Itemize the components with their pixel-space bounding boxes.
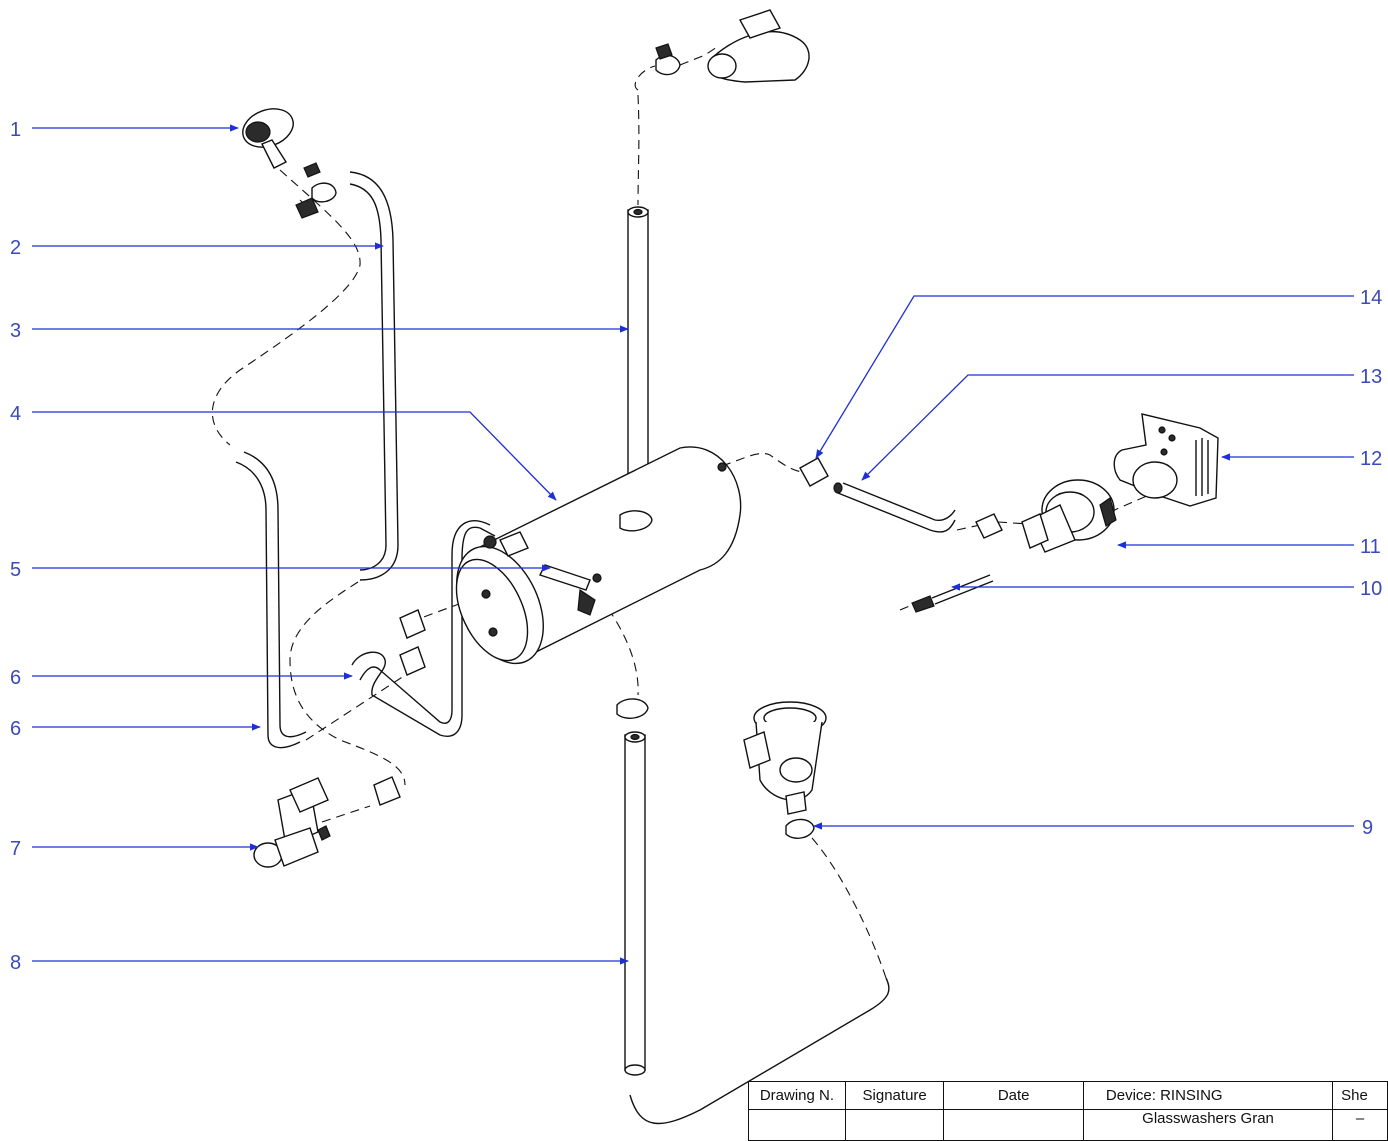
callout-8: 8	[10, 952, 21, 974]
tube-8	[624, 734, 646, 1071]
clamp-6b	[399, 646, 426, 676]
callout-12: 12	[1360, 448, 1382, 470]
return-tube	[629, 977, 890, 1125]
hose-2-outer	[349, 171, 399, 581]
leader-14	[815, 295, 1354, 459]
leader-4	[32, 411, 557, 501]
leader-lines	[32, 124, 1354, 965]
hose-2-inner	[349, 183, 387, 571]
drawing-number-label: Drawing N.	[748, 1081, 846, 1110]
air-trap-fitting	[655, 9, 810, 83]
callout-13: 13	[1360, 366, 1382, 388]
drawing-number-value	[748, 1109, 846, 1141]
clamp-7	[373, 776, 401, 806]
sheet-value: –	[1332, 1109, 1388, 1141]
callout-9: 9	[1362, 817, 1373, 839]
callout-2: 2	[10, 237, 21, 259]
hose-13-b	[842, 482, 956, 522]
model-name: Glasswashers Gran	[1082, 1109, 1334, 1141]
callout-5: 5	[10, 559, 21, 581]
components	[242, 9, 1219, 868]
callout-7: 7	[10, 838, 21, 860]
rod-10	[931, 574, 994, 605]
callout-11: 11	[1360, 536, 1381, 558]
title-block: Drawing N. Signature Date Device: RINSIN…	[748, 1081, 1388, 1141]
device-label: Device: RINSING	[1082, 1081, 1334, 1110]
nipple-5	[539, 564, 591, 591]
boiler-tank	[455, 446, 742, 665]
signature-value	[844, 1109, 945, 1141]
clamp-6a	[399, 609, 426, 639]
clamp-14	[799, 457, 829, 487]
callout-numbers: 1 2 3 4 5 6 6 7 8 9 10 11 12 13 14	[10, 119, 1382, 974]
callout-1: 1	[10, 119, 21, 141]
callout-6a: 6	[10, 667, 21, 689]
hose-group	[235, 171, 994, 1125]
clamp-tank-1	[499, 531, 529, 557]
solenoid-valve-7	[253, 777, 331, 868]
date-label: Date	[943, 1081, 1084, 1110]
pump-bracket-12	[1113, 413, 1219, 507]
sheet-label: She	[1332, 1081, 1388, 1110]
pressure-switch-1	[242, 108, 337, 219]
date-value	[943, 1109, 1084, 1141]
callout-4: 4	[10, 403, 21, 425]
tank-body	[477, 446, 742, 661]
callout-3: 3	[10, 320, 21, 342]
clamp-tube-8	[616, 698, 649, 719]
leader-13	[861, 374, 1354, 481]
callout-6b: 6	[10, 718, 21, 740]
hose-6-long-outer	[235, 461, 301, 749]
callout-10: 10	[1360, 578, 1382, 600]
hose-13-a	[837, 492, 956, 533]
clamp-tube-3	[619, 510, 653, 532]
clamp-11	[975, 513, 1003, 539]
rinse-pump-11	[1021, 479, 1117, 553]
hose-6-short-inner	[359, 520, 491, 724]
hose-6-long-inner	[243, 451, 307, 738]
hose-6-short-outer	[351, 526, 496, 737]
signature-label: Signature	[844, 1081, 945, 1110]
callout-14: 14	[1360, 287, 1382, 309]
pump-housing-9	[743, 701, 827, 839]
